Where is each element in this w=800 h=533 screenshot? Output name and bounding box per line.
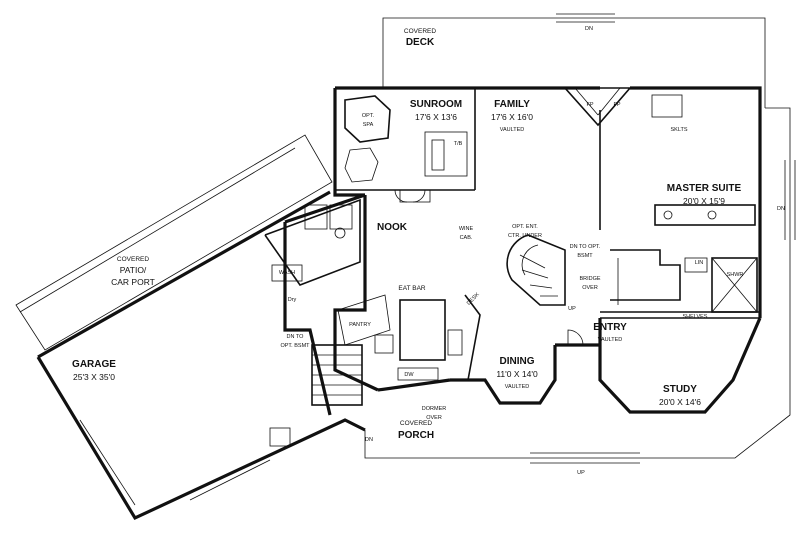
label-covered-porch-line1: COVERED [400,420,432,427]
note-dn-porch: DN [365,437,373,443]
note-dn-bsmt-left-line2: OPT. BSMT [280,343,310,349]
kitchen-fixtures [337,294,481,381]
note-shwr: SHWR [727,272,744,278]
label-wine-cab-line1: WINE [459,226,474,232]
note-dn-bsmt-left-line1: DN TO [287,334,305,340]
label-patio-line3: CAR PORT [111,277,155,287]
label-entry-note: VAULTED [598,337,623,343]
note-dn-bsmt-right-line2: BSMT [577,253,593,259]
label-desk: DESK [466,292,481,307]
basement-stair [311,344,363,406]
label-dining-size: 11'0 X 14'0 [496,369,538,379]
wraparound-porch-outline [364,107,796,464]
label-dormer-line1: DORMER [422,406,446,412]
label-study: STUDY [663,384,697,395]
label-patio-line2: PATIO/ [120,265,147,275]
note-fp-right: FP [613,102,620,108]
label-family: FAMILY [494,99,530,110]
note-fp-left: FP [586,102,593,108]
label-wine-cab-line2: CAB. [460,235,473,241]
label-master-suite: MASTER SUITE [667,183,742,194]
note-opt-ent-line2: CTR. UNDER [508,233,542,239]
label-sunroom: SUNROOM [410,99,462,110]
note-bridge-line1: BRIDGE [579,276,600,282]
curved-stair [506,234,566,306]
label-family-size: 17'6 X 16'0 [491,112,533,122]
label-opt-spa-line1: OPT. [362,113,375,119]
covered-deck-outline [382,13,766,108]
label-dining: DINING [500,356,535,367]
label-dining-note: VAULTED [505,384,530,390]
label-pantry: PANTRY [349,322,371,328]
note-wash: WASH [279,270,295,276]
note-dry: Dry [288,297,297,303]
note-dw: DW [404,372,414,378]
label-dormer-line2: OVER [426,415,442,421]
fireplace [563,87,683,127]
label-eat-bar: EAT BAR [398,285,426,292]
sunroom-fixtures [344,95,468,203]
laundry-fixtures [264,198,361,286]
label-nook: NOOK [377,222,408,233]
label-family-note: VAULTED [500,127,525,133]
note-up-bottom: UP [577,470,585,476]
note-up-stair: UP [568,306,576,312]
master-bath [610,204,758,313]
note-bridge-line2: OVER [582,285,598,291]
garage-walls [36,190,366,521]
label-sunroom-size: 17'6 X 13'6 [415,112,457,122]
entry-door [394,189,584,346]
note-lin: LIN [695,260,704,266]
label-patio-line1: COVERED [117,256,149,263]
note-dn-top: DN [585,26,593,32]
label-garage: GARAGE [72,359,116,370]
note-shelves: SHELVES [683,314,708,320]
note-opt-ent-line1: OPT. ENT. [512,224,538,230]
label-covered-deck-line2: DECK [406,37,435,48]
label-opt-spa-line2: SPA [363,122,374,128]
note-tb: T/B [454,141,463,147]
label-entry: ENTRY [593,322,627,333]
label-study-size: 20'0 X 14'6 [659,397,701,407]
note-dn-bsmt-right-line1: DN TO OPT. [570,244,601,250]
covered-patio-outline [15,134,333,351]
label-master-suite-size: 20'0 X 15'9 [683,196,725,206]
label-garage-size: 25'3 X 35'0 [73,372,115,382]
label-covered-porch-line2: PORCH [398,430,434,441]
label-covered-deck-line1: COVERED [404,28,436,35]
note-sklts: SKLTS [670,127,687,133]
note-dn-right: DN [777,206,785,212]
